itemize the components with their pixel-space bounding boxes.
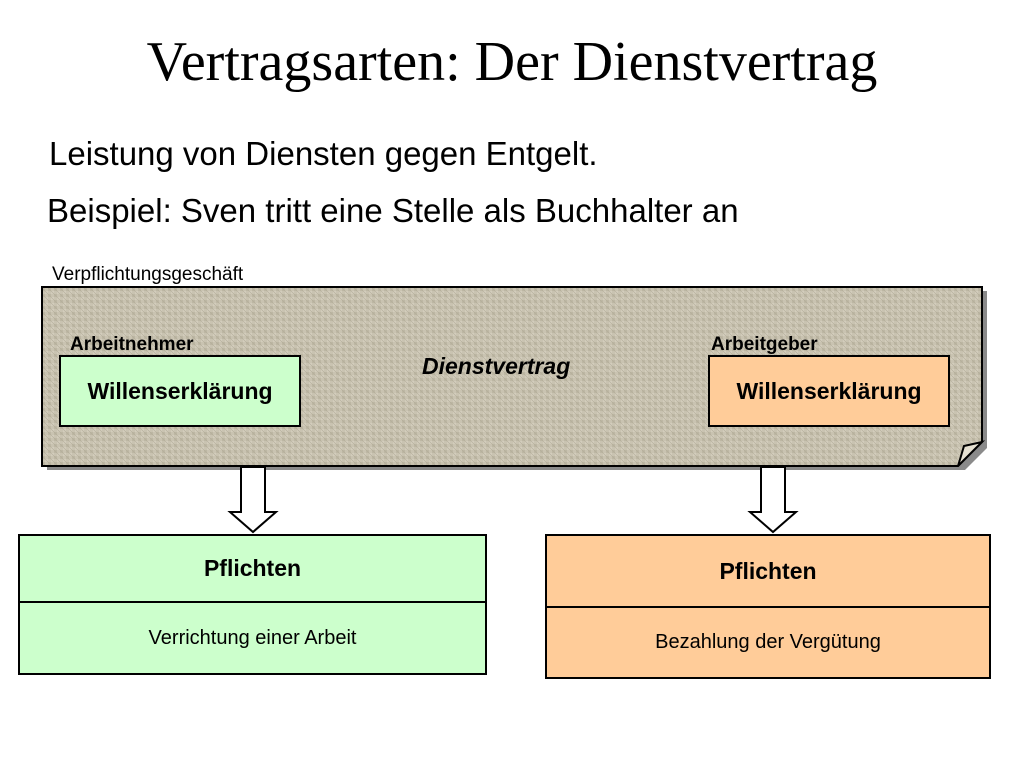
duties-content: Bezahlung der Vergütung xyxy=(655,631,881,653)
duties-heading: Pflichten xyxy=(547,536,989,608)
duties-box-employee: Pflichten Verrichtung einer Arbeit xyxy=(18,534,487,675)
definition-text: Leistung von Diensten gegen Entgelt. xyxy=(49,135,598,172)
declaration-label: Willenserklärung xyxy=(736,377,922,404)
slide-title: Vertragsarten: Der Dienstvertrag xyxy=(146,31,878,93)
party-label-employer: Arbeitgeber xyxy=(711,334,818,355)
panel-caption: Verpflichtungsgeschäft xyxy=(52,264,244,285)
party-label-employee: Arbeitnehmer xyxy=(70,334,194,355)
declaration-label: Willenserklärung xyxy=(87,377,273,404)
duties-heading: Pflichten xyxy=(20,536,485,603)
arrow-down-left xyxy=(227,466,279,534)
example-text: Beispiel: Sven tritt eine Stelle als Buc… xyxy=(47,192,739,229)
duties-content: Verrichtung einer Arbeit xyxy=(148,626,357,649)
contract-label: Dienstvertrag xyxy=(422,353,571,379)
declaration-box-employer: Willenserklärung xyxy=(708,355,950,427)
arrow-down-right xyxy=(747,466,799,534)
declaration-box-employee: Willenserklärung xyxy=(59,355,301,427)
duties-box-employer: Pflichten Bezahlung der Vergütung xyxy=(545,534,991,679)
folded-corner xyxy=(957,440,986,467)
